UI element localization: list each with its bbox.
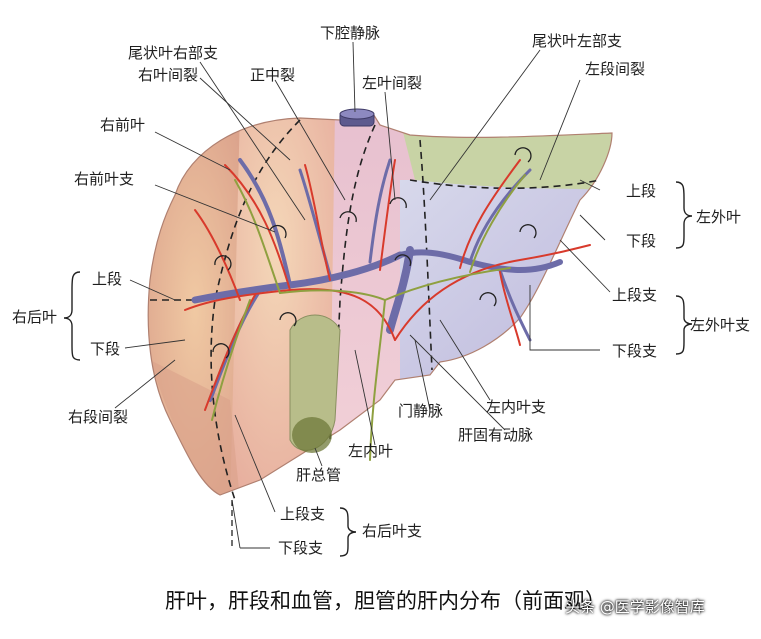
arterial-branches	[184, 159, 591, 411]
left-lateral-upper-region	[400, 120, 612, 190]
braces	[63, 181, 693, 557]
label-right-interlobar-fissure: 右叶间裂	[138, 66, 199, 84]
label-left-lateral-lobe: 左外叶	[696, 208, 742, 226]
label-left-lower-segment: 下段	[626, 232, 657, 250]
watermark: 头条 @医学影像智库	[565, 596, 705, 617]
label-left-medial-branch: 左内叶支	[486, 398, 547, 416]
label-left-intersegmental-fissure: 左段间裂	[585, 60, 646, 78]
label-right-posterior-branch: 右后叶支	[362, 522, 423, 540]
label-caudate-right-branch: 尾状叶右部支	[128, 44, 219, 62]
liver-outline	[147, 111, 613, 496]
label-right-posterior-lobe: 右后叶	[12, 308, 58, 326]
label-left-interlobar-fissure: 左叶间裂	[362, 74, 423, 92]
label-right-upper-segment: 上段	[92, 270, 123, 288]
label-right-posterior-lower-branch: 下段支	[278, 539, 324, 557]
fissure-lines	[150, 119, 601, 501]
label-right-anterior-lobe: 右前叶	[100, 116, 146, 134]
ivc-stump	[339, 108, 375, 127]
label-median-fissure: 正中裂	[250, 66, 296, 84]
label-right-posterior-upper-branch: 上段支	[280, 505, 326, 523]
segment-arc-markers	[212, 147, 537, 359]
label-left-lateral-branch: 左外叶支	[690, 316, 751, 334]
left-medial-lobe-region	[330, 112, 420, 440]
label-common-hepatic-duct: 肝总管	[296, 466, 342, 484]
label-right-intersegmental-fissure: 右段间裂	[68, 408, 129, 426]
label-ivc: 下腔静脉	[320, 24, 381, 42]
gallbladder	[289, 314, 341, 453]
label-hepatic-artery: 肝固有动脉	[458, 426, 534, 444]
label-portal-vein: 门静脉	[398, 402, 444, 420]
bile-duct-branches	[211, 174, 526, 461]
label-left-upper-segment-branch: 上段支	[612, 286, 658, 304]
label-left-upper-segment: 上段	[626, 182, 657, 200]
label-right-anterior-branch: 右前叶支	[74, 170, 135, 188]
label-left-lower-segment-branch: 下段支	[612, 342, 658, 360]
watermark-text: 头条 @医学影像智库	[565, 598, 705, 616]
leader-lines	[114, 41, 611, 549]
label-right-lower-segment: 下段	[90, 340, 121, 358]
label-caudate-left-branch: 尾状叶左部支	[532, 32, 623, 50]
right-lower-shade	[150, 360, 240, 495]
label-left-medial-lobe: 左内叶	[348, 442, 394, 460]
figure-caption: 肝叶，肝段和血管，胆管的肝内分布（前面观）	[165, 589, 606, 613]
